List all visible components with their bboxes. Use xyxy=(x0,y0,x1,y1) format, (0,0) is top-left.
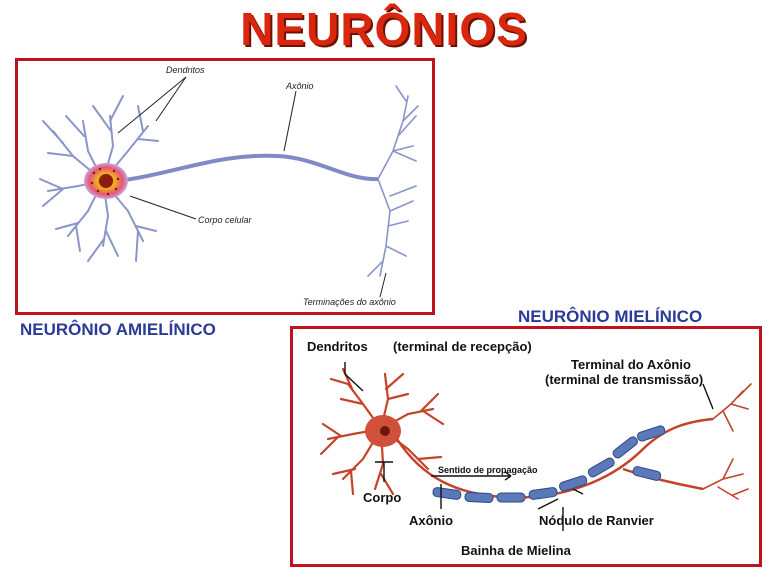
label-dendritos: Dendritos xyxy=(166,65,205,75)
page-title: NEURÔNIOS xyxy=(240,3,528,55)
label-terminal-axonio: Terminal do Axônio xyxy=(571,357,691,372)
myelinated-soma xyxy=(365,415,401,447)
label-sentido-propagacao: Sentido de propagação xyxy=(438,465,538,475)
label-dendritos-mielinico: Dendritos xyxy=(307,339,368,354)
label-corpo-celular: Corpo celular xyxy=(198,215,253,225)
myelin-sheath-segments xyxy=(432,425,666,504)
label-terminal-recepcao: (terminal de recepção) xyxy=(393,339,532,354)
myelinated-neuron-panel: Dendritos (terminal de recepção) Termina… xyxy=(290,326,762,567)
amyelinated-neuron-panel: Dendritos Axônio Corpo celular Terminaçõ… xyxy=(15,58,435,315)
neuron-axon xyxy=(117,85,419,277)
myelinated-neuron-diagram: Dendritos (terminal de recepção) Termina… xyxy=(307,339,752,558)
cell-body xyxy=(84,163,128,199)
myelinated-pointers xyxy=(344,362,714,531)
label-nodulo-ranvier: Nódulo de Ranvier xyxy=(539,513,654,528)
label-pointers xyxy=(117,76,387,298)
caption-amyelinated: NEURÔNIO AMIELÍNICO xyxy=(20,320,216,339)
label-terminal-transmissao: (terminal de transmissão) xyxy=(545,372,703,387)
caption-myelinated: NEURÔNIO MIELÍNICO xyxy=(518,307,703,326)
neuron-dendrites xyxy=(39,95,159,262)
label-axonio: Axônio xyxy=(285,81,314,91)
label-bainha-mielina: Bainha de Mielina xyxy=(461,543,572,558)
myelinated-axon xyxy=(395,383,752,504)
label-corpo: Corpo xyxy=(363,490,401,505)
amyelinated-neuron-diagram: Dendritos Axônio Corpo celular Terminaçõ… xyxy=(39,65,419,307)
label-axonio-mielinico: Axônio xyxy=(409,513,453,528)
label-terminacoes: Terminações do axônio xyxy=(303,297,396,307)
